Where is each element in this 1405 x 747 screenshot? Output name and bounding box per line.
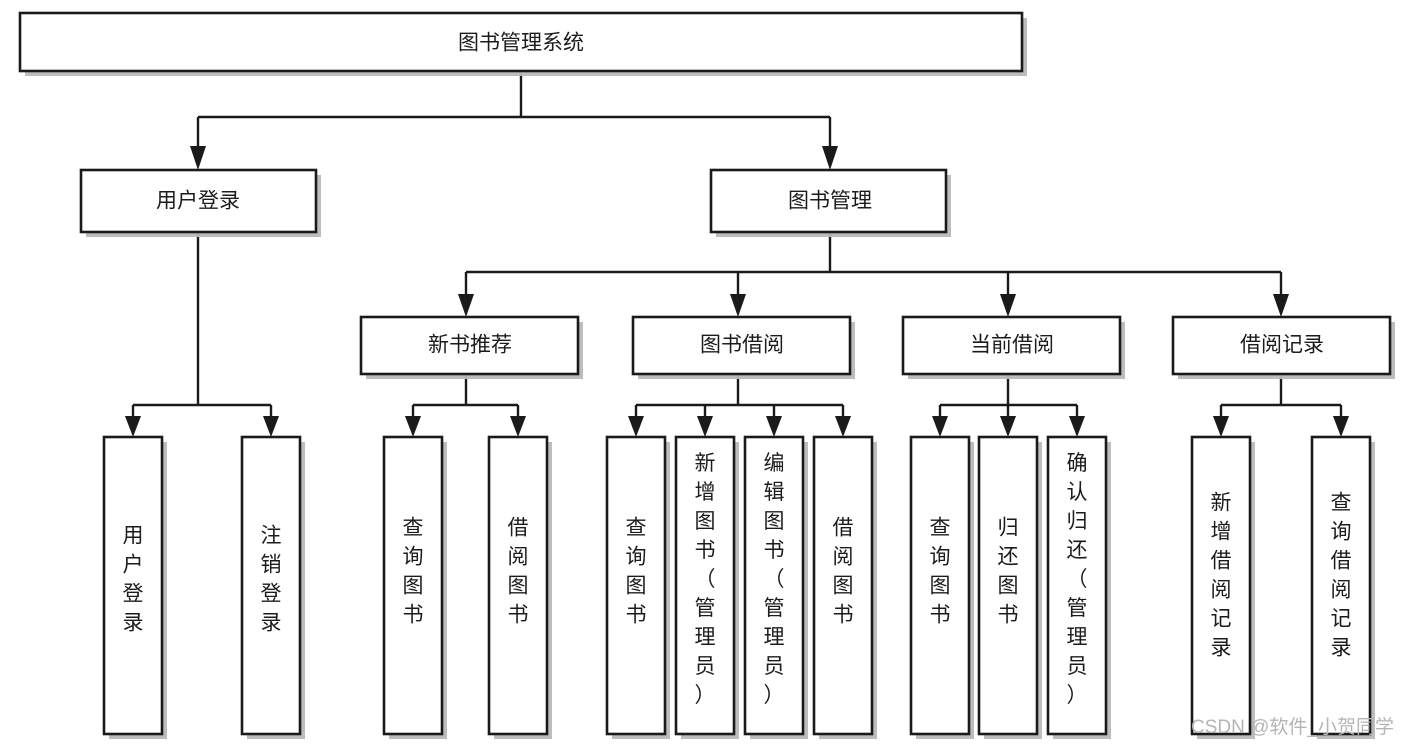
node-borrow-record[interactable]: 借阅记录	[1171, 315, 1395, 379]
node-leaf-user-login-box	[102, 435, 164, 736]
node-leaf-query-book-3-box	[909, 435, 971, 736]
node-book-manage-box	[709, 168, 948, 234]
node-leaf-add-record[interactable]: 新增借阅记录	[1190, 435, 1255, 739]
node-leaf-edit-book-box	[743, 435, 805, 736]
node-leaf-add-book-box	[674, 435, 736, 736]
arrow-edit-book	[766, 416, 782, 437]
node-leaf-query-record[interactable]: 查询借阅记录	[1310, 435, 1375, 739]
node-current-borrow-box	[901, 315, 1122, 376]
node-root-label: 图书管理系统	[458, 32, 584, 55]
node-leaf-query-book-1[interactable]: 查询图书	[382, 435, 447, 739]
arrow-current-borrow	[1000, 294, 1016, 317]
arrow-confirm-return	[1069, 416, 1085, 437]
edge-user-login-children	[125, 232, 279, 437]
node-leaf-borrow-book-2[interactable]: 借阅图书	[812, 435, 877, 739]
arrow-new-book-rec	[458, 294, 474, 317]
node-leaf-query-book-2-label: 查询图书	[626, 517, 647, 627]
arrow-return-book	[1000, 416, 1016, 437]
node-leaf-query-book-3[interactable]: 查询图书	[909, 435, 974, 739]
node-book-borrow-label: 图书借阅	[700, 334, 784, 357]
arrow-borrow-book-1	[510, 416, 526, 437]
arrow-query-book-2	[628, 416, 644, 437]
arrow-leaf-user-login	[125, 416, 141, 437]
arrow-borrow-book-2	[835, 416, 851, 437]
node-leaf-query-record-box	[1310, 435, 1372, 736]
node-leaf-borrow-book-1-label: 借阅图书	[508, 517, 529, 627]
node-leaf-confirm-return[interactable]: 确认归还（管理员）	[1046, 435, 1111, 739]
node-leaf-borrow-book-2-box	[812, 435, 874, 736]
node-leaf-query-book-2-box	[605, 435, 667, 736]
node-user-login-box	[79, 168, 318, 234]
node-leaf-edit-book-label: 编辑图书（管理员）	[764, 452, 785, 707]
node-leaf-query-book-1-box	[382, 435, 444, 736]
node-book-manage[interactable]: 图书管理	[709, 168, 951, 237]
node-borrow-record-label: 借阅记录	[1240, 334, 1324, 357]
node-book-borrow-box	[631, 315, 852, 376]
node-current-borrow[interactable]: 当前借阅	[901, 315, 1125, 379]
node-leaf-confirm-return-box	[1046, 435, 1108, 736]
edge-new-book-rec-children	[405, 374, 526, 437]
node-book-manage-label: 图书管理	[788, 190, 872, 213]
node-leaf-query-book-1-label: 查询图书	[403, 517, 424, 627]
node-root[interactable]: 图书管理系统	[18, 11, 1027, 76]
node-new-book-rec[interactable]: 新书推荐	[359, 315, 583, 379]
arrow-query-record	[1333, 416, 1349, 437]
node-layer: 图书管理系统 用户登录 图书管理 新书推荐	[18, 11, 1395, 739]
node-leaf-query-book-2[interactable]: 查询图书	[605, 435, 670, 739]
node-leaf-user-login[interactable]: 用户登录	[102, 435, 167, 739]
node-leaf-query-book-3-label: 查询图书	[930, 517, 951, 627]
edge-root-to-level1	[190, 73, 838, 170]
node-leaf-logout-label: 注销登录	[261, 525, 282, 635]
node-leaf-edit-book[interactable]: 编辑图书（管理员）	[743, 435, 808, 739]
node-user-login[interactable]: 用户登录	[79, 168, 321, 237]
arrow-leaf-logout	[263, 416, 279, 437]
node-leaf-user-login-label: 用户登录	[123, 525, 144, 635]
node-leaf-add-book-label: 新增图书（管理员）	[695, 452, 716, 707]
arrow-add-record	[1213, 416, 1229, 437]
node-leaf-confirm-return-label: 确认归还（管理员）	[1067, 452, 1088, 707]
node-leaf-return-book-box	[977, 435, 1039, 736]
arrow-query-book-1	[405, 416, 421, 437]
node-new-book-rec-box	[359, 315, 580, 376]
node-borrow-record-box	[1171, 315, 1392, 376]
node-leaf-return-book[interactable]: 归还图书	[977, 435, 1042, 739]
node-leaf-return-book-label: 归还图书	[998, 517, 1019, 627]
node-leaf-query-record-label: 查询借阅记录	[1331, 492, 1352, 660]
node-leaf-borrow-book-1[interactable]: 借阅图书	[487, 435, 552, 739]
node-leaf-logout[interactable]: 注销登录	[240, 435, 305, 739]
arrow-borrow-record	[1273, 294, 1289, 317]
arrow-add-book	[697, 416, 713, 437]
node-leaf-add-record-box	[1190, 435, 1252, 736]
node-user-login-label: 用户登录	[156, 190, 240, 213]
edge-book-borrow-children	[628, 374, 851, 437]
node-leaf-borrow-book-1-box	[487, 435, 549, 736]
node-new-book-rec-label: 新书推荐	[428, 334, 512, 357]
edge-layer	[125, 73, 1349, 437]
edge-current-borrow-children	[932, 374, 1085, 437]
node-leaf-add-record-label: 新增借阅记录	[1211, 492, 1232, 660]
node-leaf-logout-box	[240, 435, 302, 736]
edge-borrow-record-children	[1213, 374, 1349, 437]
node-leaf-add-book[interactable]: 新增图书（管理员）	[674, 435, 739, 739]
arrow-user-login	[190, 146, 206, 170]
node-root-box	[18, 11, 1024, 73]
csdn-watermark: CSDN @软件_小贺同学	[1191, 716, 1394, 738]
arrow-query-book-3	[932, 416, 948, 437]
arrow-book-borrow	[730, 294, 746, 317]
arrow-book-manage	[822, 146, 838, 170]
node-leaf-borrow-book-2-label: 借阅图书	[833, 517, 854, 627]
node-current-borrow-label: 当前借阅	[970, 334, 1054, 357]
edge-book-manage-children	[458, 232, 1289, 317]
node-book-borrow[interactable]: 图书借阅	[631, 315, 855, 379]
